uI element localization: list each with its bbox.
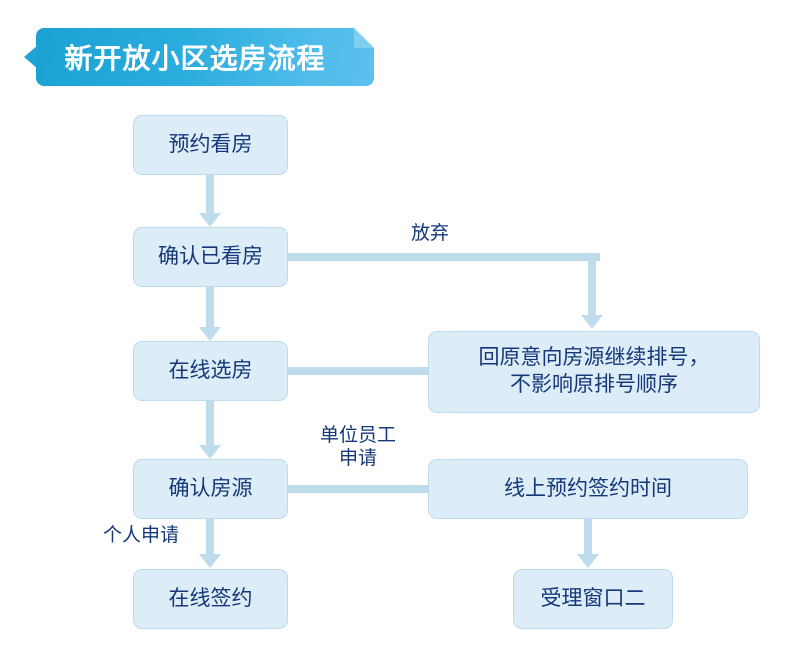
connector-confirm-house-to-online-sign-arrow-icon bbox=[199, 554, 221, 568]
connector-appointment-to-confirm-viewed-arrow-icon bbox=[199, 213, 221, 227]
banner-body bbox=[36, 28, 374, 86]
connector-confirm-house-to-booking bbox=[288, 485, 428, 493]
connector-appointment-to-confirm-viewed-line bbox=[206, 175, 214, 215]
node-confirm-house-source[interactable]: 确认房源 bbox=[133, 459, 288, 519]
connector-confirm-viewed-to-online-select-arrow-icon bbox=[199, 327, 221, 341]
edge-label-personal-apply: 个人申请 bbox=[102, 525, 179, 546]
connector-confirm-viewed-to-online-select-line bbox=[206, 287, 214, 327]
connector-online-select-to-requeue-note bbox=[288, 367, 428, 375]
connector-booking-to-window-two-line bbox=[584, 519, 592, 555]
node-confirm-viewed[interactable]: 确认已看房 bbox=[133, 227, 288, 287]
node-appointment-viewing[interactable]: 预约看房 bbox=[133, 115, 288, 175]
title-banner: 新开放小区选房流程 bbox=[24, 28, 374, 86]
connector-online-select-to-confirm-house-line bbox=[206, 401, 214, 445]
connector-booking-to-window-two-arrow-icon bbox=[577, 554, 599, 568]
node-online-signing[interactable]: 在线签约 bbox=[133, 569, 288, 629]
edge-label-abandon: 放弃 bbox=[410, 223, 449, 244]
node-book-signing-time[interactable]: 线上预约签约时间 bbox=[428, 459, 748, 519]
banner-arrow-notch-icon bbox=[24, 45, 38, 69]
node-online-select-house[interactable]: 在线选房 bbox=[133, 341, 288, 401]
edge-label-staff-apply: 单位员工 申请 bbox=[319, 425, 396, 470]
node-service-window-two[interactable]: 受理窗口二 bbox=[513, 569, 673, 629]
page-title: 新开放小区选房流程 bbox=[64, 43, 326, 74]
connector-abandon-vertical bbox=[588, 253, 596, 315]
banner-folded-corner-icon bbox=[354, 28, 374, 48]
connector-abandon-arrow-icon bbox=[581, 315, 603, 329]
node-requeue-note[interactable]: 回原意向房源继续排号， 不影响原排号顺序 bbox=[428, 331, 760, 413]
connector-abandon-horizontal bbox=[288, 253, 600, 261]
connector-confirm-house-to-online-sign-line bbox=[206, 519, 214, 555]
connector-online-select-to-confirm-house-arrow-icon bbox=[199, 445, 221, 459]
